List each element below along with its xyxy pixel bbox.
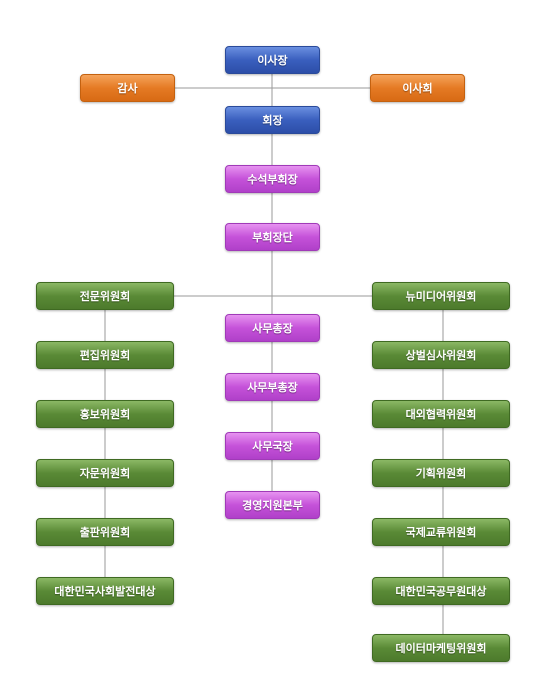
right-committee-box: 데이터마케팅위원회 [372,634,510,662]
auditor-box: 감사 [80,74,175,102]
president-box: 회장 [225,106,320,134]
left-committee-box: 대한민국사회발전대상 [36,577,174,605]
right-committee-box: 기획위원회 [372,459,510,487]
right-committee-box: 대외협력위원회 [372,400,510,428]
secretary-general-box: 사무총장 [225,314,320,342]
right-committee-box: 국제교류위원회 [372,518,510,546]
board-box: 이사회 [370,74,465,102]
chairman-box: 이사장 [225,46,320,74]
left-committee-box: 자문위원회 [36,459,174,487]
right-committee-box: 상벌심사위원회 [372,341,510,369]
left-committee-box: 전문위원회 [36,282,174,310]
senior-vice-president-box: 수석부회장 [225,165,320,193]
secretariat-director-box: 사무국장 [225,432,320,460]
left-committee-box: 홍보위원회 [36,400,174,428]
left-committee-box: 편집위원회 [36,341,174,369]
deputy-secretary-general-box: 사무부총장 [225,373,320,401]
vice-presidents-box: 부회장단 [225,223,320,251]
right-committee-box: 뉴미디어위원회 [372,282,510,310]
management-support-box: 경영지원본부 [225,491,320,519]
left-committee-box: 출판위원회 [36,518,174,546]
right-committee-box: 대한민국공무원대상 [372,577,510,605]
